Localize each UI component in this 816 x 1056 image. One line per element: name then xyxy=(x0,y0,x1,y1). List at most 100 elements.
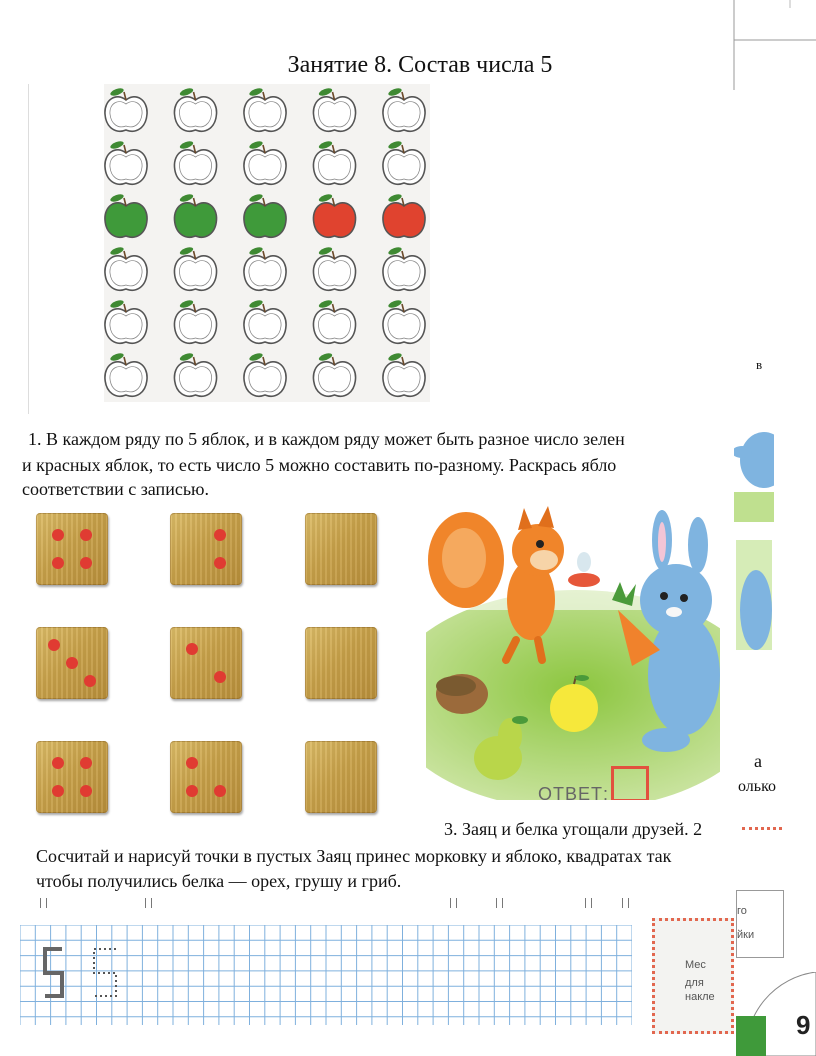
sticker-text-2: для xyxy=(685,977,704,989)
die-pip xyxy=(48,639,60,651)
die-pip xyxy=(80,528,93,541)
side-illustration-bottom xyxy=(736,540,772,650)
die-pip xyxy=(214,557,227,570)
apple-outline[interactable] xyxy=(382,299,426,344)
digit-five-trace xyxy=(93,948,117,997)
side-illustration-top xyxy=(734,430,774,522)
apple-outline[interactable] xyxy=(104,352,148,397)
apple-outline[interactable] xyxy=(382,87,426,132)
apple-outline[interactable] xyxy=(312,246,357,291)
die xyxy=(36,627,108,699)
left-margin-line xyxy=(28,84,29,414)
copybook-svg xyxy=(19,924,633,1025)
apple-outline[interactable] xyxy=(312,299,357,344)
hare-figure xyxy=(612,510,720,752)
apple-outline[interactable] xyxy=(243,140,287,185)
die-pip xyxy=(214,671,227,684)
apple-outline[interactable] xyxy=(382,246,426,291)
tick-mark xyxy=(40,898,47,908)
apple-outline[interactable] xyxy=(173,140,218,185)
tick-mark xyxy=(450,898,457,908)
apple-outline[interactable] xyxy=(173,352,218,397)
die xyxy=(170,513,242,585)
apple-green xyxy=(243,194,287,238)
fragment-v: в xyxy=(756,357,763,372)
side-text-2: йки xyxy=(737,929,755,941)
sticker-text-3: накле xyxy=(685,991,715,1003)
apple-outline[interactable] xyxy=(243,87,287,132)
die-pip xyxy=(185,642,198,655)
die xyxy=(170,627,242,699)
scene-art xyxy=(426,500,720,800)
side-box: го йки xyxy=(736,890,784,958)
apple-outline[interactable] xyxy=(312,87,357,132)
answer-box[interactable] xyxy=(611,766,649,800)
die xyxy=(36,513,108,585)
die-pip xyxy=(185,756,198,769)
page-corner-art xyxy=(736,972,816,1056)
tick-mark xyxy=(585,898,592,908)
answer-label: ОТВЕТ: xyxy=(538,784,610,800)
sticker-box: Мес для накле xyxy=(652,918,734,1034)
side-text-1: го xyxy=(737,905,747,917)
task2-line-1: Сосчитай и нарисуй точки в пустых Заяц п… xyxy=(36,846,672,866)
die-pip xyxy=(51,557,64,570)
sticker-text-1: Мес xyxy=(685,959,706,971)
task2-line-2: чтобы получились белка — орех, грушу и г… xyxy=(36,871,402,891)
page-corner-lines xyxy=(733,0,816,90)
die-pip xyxy=(214,528,227,541)
copybook-grid xyxy=(19,924,633,1025)
die xyxy=(36,741,108,813)
fragment-a: а xyxy=(754,751,762,771)
apple-red xyxy=(382,194,426,238)
task1-line-2: и красных яблок, то есть число 5 можно с… xyxy=(22,455,617,475)
die xyxy=(170,741,242,813)
task1-line-1: 1. В каждом ряду по 5 яблок, и в каждом … xyxy=(28,429,625,449)
apple-green xyxy=(173,194,218,238)
apple-outline[interactable] xyxy=(243,352,287,397)
apple-outline[interactable] xyxy=(104,246,148,291)
dice-grid xyxy=(0,0,377,813)
squirrel-figure xyxy=(428,506,600,664)
apple-outline[interactable] xyxy=(312,140,357,185)
empty-die[interactable] xyxy=(305,627,377,699)
die-pip xyxy=(185,785,198,798)
die-pip xyxy=(51,785,64,798)
apple-outline[interactable] xyxy=(104,87,148,132)
fragment-olko: олько xyxy=(738,778,777,795)
die-pip xyxy=(51,756,64,769)
page-title: Занятие 8. Состав числа 5 xyxy=(287,52,553,78)
die-pip xyxy=(80,785,93,798)
apple-outline[interactable] xyxy=(243,246,287,291)
tick-mark xyxy=(145,898,152,908)
die-pip xyxy=(214,785,227,798)
die-pip xyxy=(80,557,93,570)
apple-outline[interactable] xyxy=(312,352,357,397)
squirrel-hare-illustration: ОТВЕТ: xyxy=(426,500,720,800)
tick-mark xyxy=(622,898,629,908)
apple-outline[interactable] xyxy=(382,140,426,185)
apple-outline[interactable] xyxy=(104,140,148,185)
apple-outline[interactable] xyxy=(382,352,426,397)
digit-five-sample xyxy=(43,947,64,998)
apple-outline[interactable] xyxy=(173,87,218,132)
apple-red xyxy=(312,194,357,238)
dotted-line xyxy=(742,827,782,830)
die-pip xyxy=(80,756,93,769)
die-pip xyxy=(66,657,78,669)
task1-line-3: соответствии с записью. xyxy=(22,479,209,499)
apple-grid-svg xyxy=(104,87,426,397)
apple-grid xyxy=(104,84,430,402)
apple-outline[interactable] xyxy=(173,299,218,344)
task3-text: 3. Заяц и белка угощали друзей. 2 xyxy=(444,819,703,839)
apple-outline[interactable] xyxy=(243,299,287,344)
apple-green xyxy=(104,194,148,238)
page-number: 9 xyxy=(796,1010,811,1040)
apple-outline[interactable] xyxy=(173,246,218,291)
empty-die[interactable] xyxy=(305,741,377,813)
empty-die[interactable] xyxy=(305,513,377,585)
die-pip xyxy=(51,528,64,541)
apple-outline[interactable] xyxy=(104,299,148,344)
die-pip xyxy=(84,675,96,687)
tick-mark xyxy=(496,898,503,908)
